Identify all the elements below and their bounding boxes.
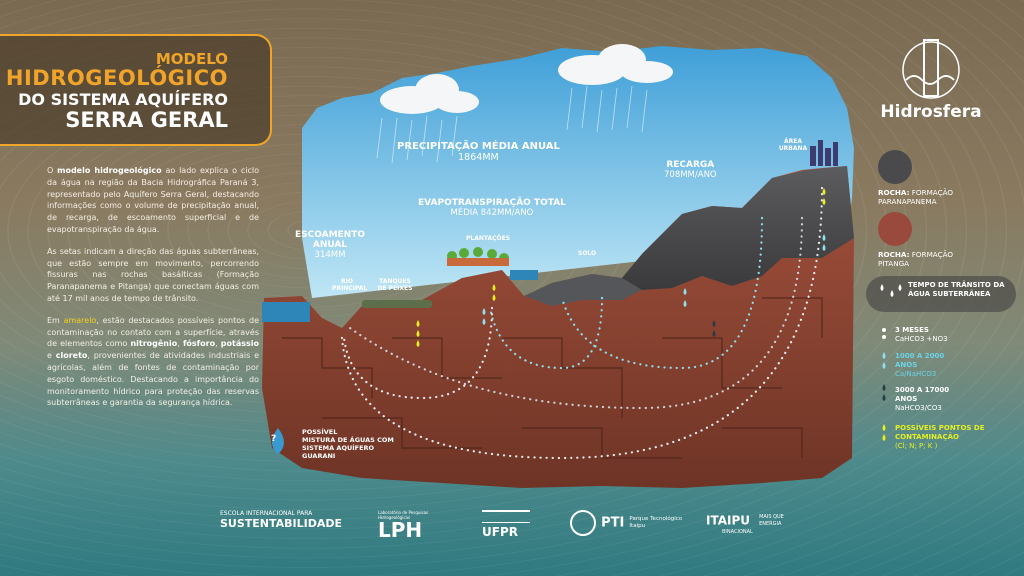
flow-arrows-icon — [880, 284, 902, 297]
brand-name: Hidrosfera — [880, 102, 982, 122]
plantation-soil — [447, 258, 509, 266]
legend-item-contamination: POSSÍVEIS PONTOS DE CONTAMINAÇÃO(Cl; N; … — [895, 424, 985, 450]
basalt-hill — [524, 274, 642, 306]
title-box: MODELO HIDROGEOLÓGICO DO SISTEMA AQUÍFER… — [0, 34, 272, 146]
logo-escola-sustentabilidade: ESCOLA INTERNACIONAL PARA SUSTENTABILIDA… — [220, 510, 343, 530]
title-line-1: MODELO — [155, 50, 228, 68]
question-drop-icon — [272, 428, 284, 454]
logo-ufpr: UFPR — [482, 510, 530, 539]
clouds — [380, 44, 673, 114]
lake-water — [510, 270, 538, 280]
legend-rock-paranapanema: ROCHA: FORMAÇÃO PARANAPANEMA — [878, 150, 978, 206]
rock-label-paranapanema: ROCHA: FORMAÇÃO PARANAPANEMA — [878, 188, 954, 206]
description-paragraph-2: As setas indicam a direção das águas sub… — [47, 246, 259, 303]
hidrosfera-logo: Hidrosfera — [876, 36, 986, 131]
title-line-3: DO SISTEMA AQUÍFERO — [18, 90, 228, 109]
water-drops — [416, 188, 826, 347]
rock-swatch-pitanga — [878, 212, 912, 246]
logo-lph: Laboratório de Pesquisas Hidrogeológicas… — [378, 510, 429, 542]
description: O modelo hidrogeológico ao lado explica … — [47, 165, 259, 419]
fish-tanks — [362, 300, 432, 308]
transit-time-label: TEMPO DE TRÂNSITO DA ÁGUA SUBTERRÂNEA — [908, 281, 1005, 298]
groundwater-flow-paths — [340, 186, 824, 460]
description-paragraph-1: O modelo hidrogeológico ao lado explica … — [47, 166, 260, 234]
rock-label-pitanga: ROCHA: FORMAÇÃO PITANGA — [878, 250, 954, 268]
rain — [376, 85, 648, 164]
plantations-label: PLANTAÇÕES — [466, 235, 511, 242]
soil-label: SOLO — [578, 250, 597, 257]
question-mark: ? — [271, 434, 277, 444]
main-river-label: RIO PRINCIPAL — [332, 278, 368, 292]
transit-time-header: TEMPO DE TRÂNSITO DA ÁGUA SUBTERRÂNEA — [866, 276, 1016, 312]
urban-area-label: ÁREA URBANA — [778, 138, 808, 152]
river-water — [262, 302, 310, 322]
paranapanema-rock-layer — [622, 166, 854, 290]
urban-area-buildings — [810, 140, 838, 166]
title-line-2: HIDROGEOLÓGICO — [5, 66, 228, 90]
fish-tanks-label: TANQUES DE PEIXES — [377, 278, 413, 292]
legend-rock-pitanga: ROCHA: FORMAÇÃO PITANGA — [878, 212, 978, 268]
diagram-illustration — [262, 44, 854, 488]
legend-drop-icons — [882, 328, 886, 441]
rock-swatch-paranapanema — [878, 150, 912, 184]
title-line-4: SERRA GERAL — [65, 108, 228, 132]
description-paragraph-3: Em amarelo, estão destacados possíveis p… — [47, 315, 260, 408]
hidrosfera-icon — [902, 39, 960, 99]
